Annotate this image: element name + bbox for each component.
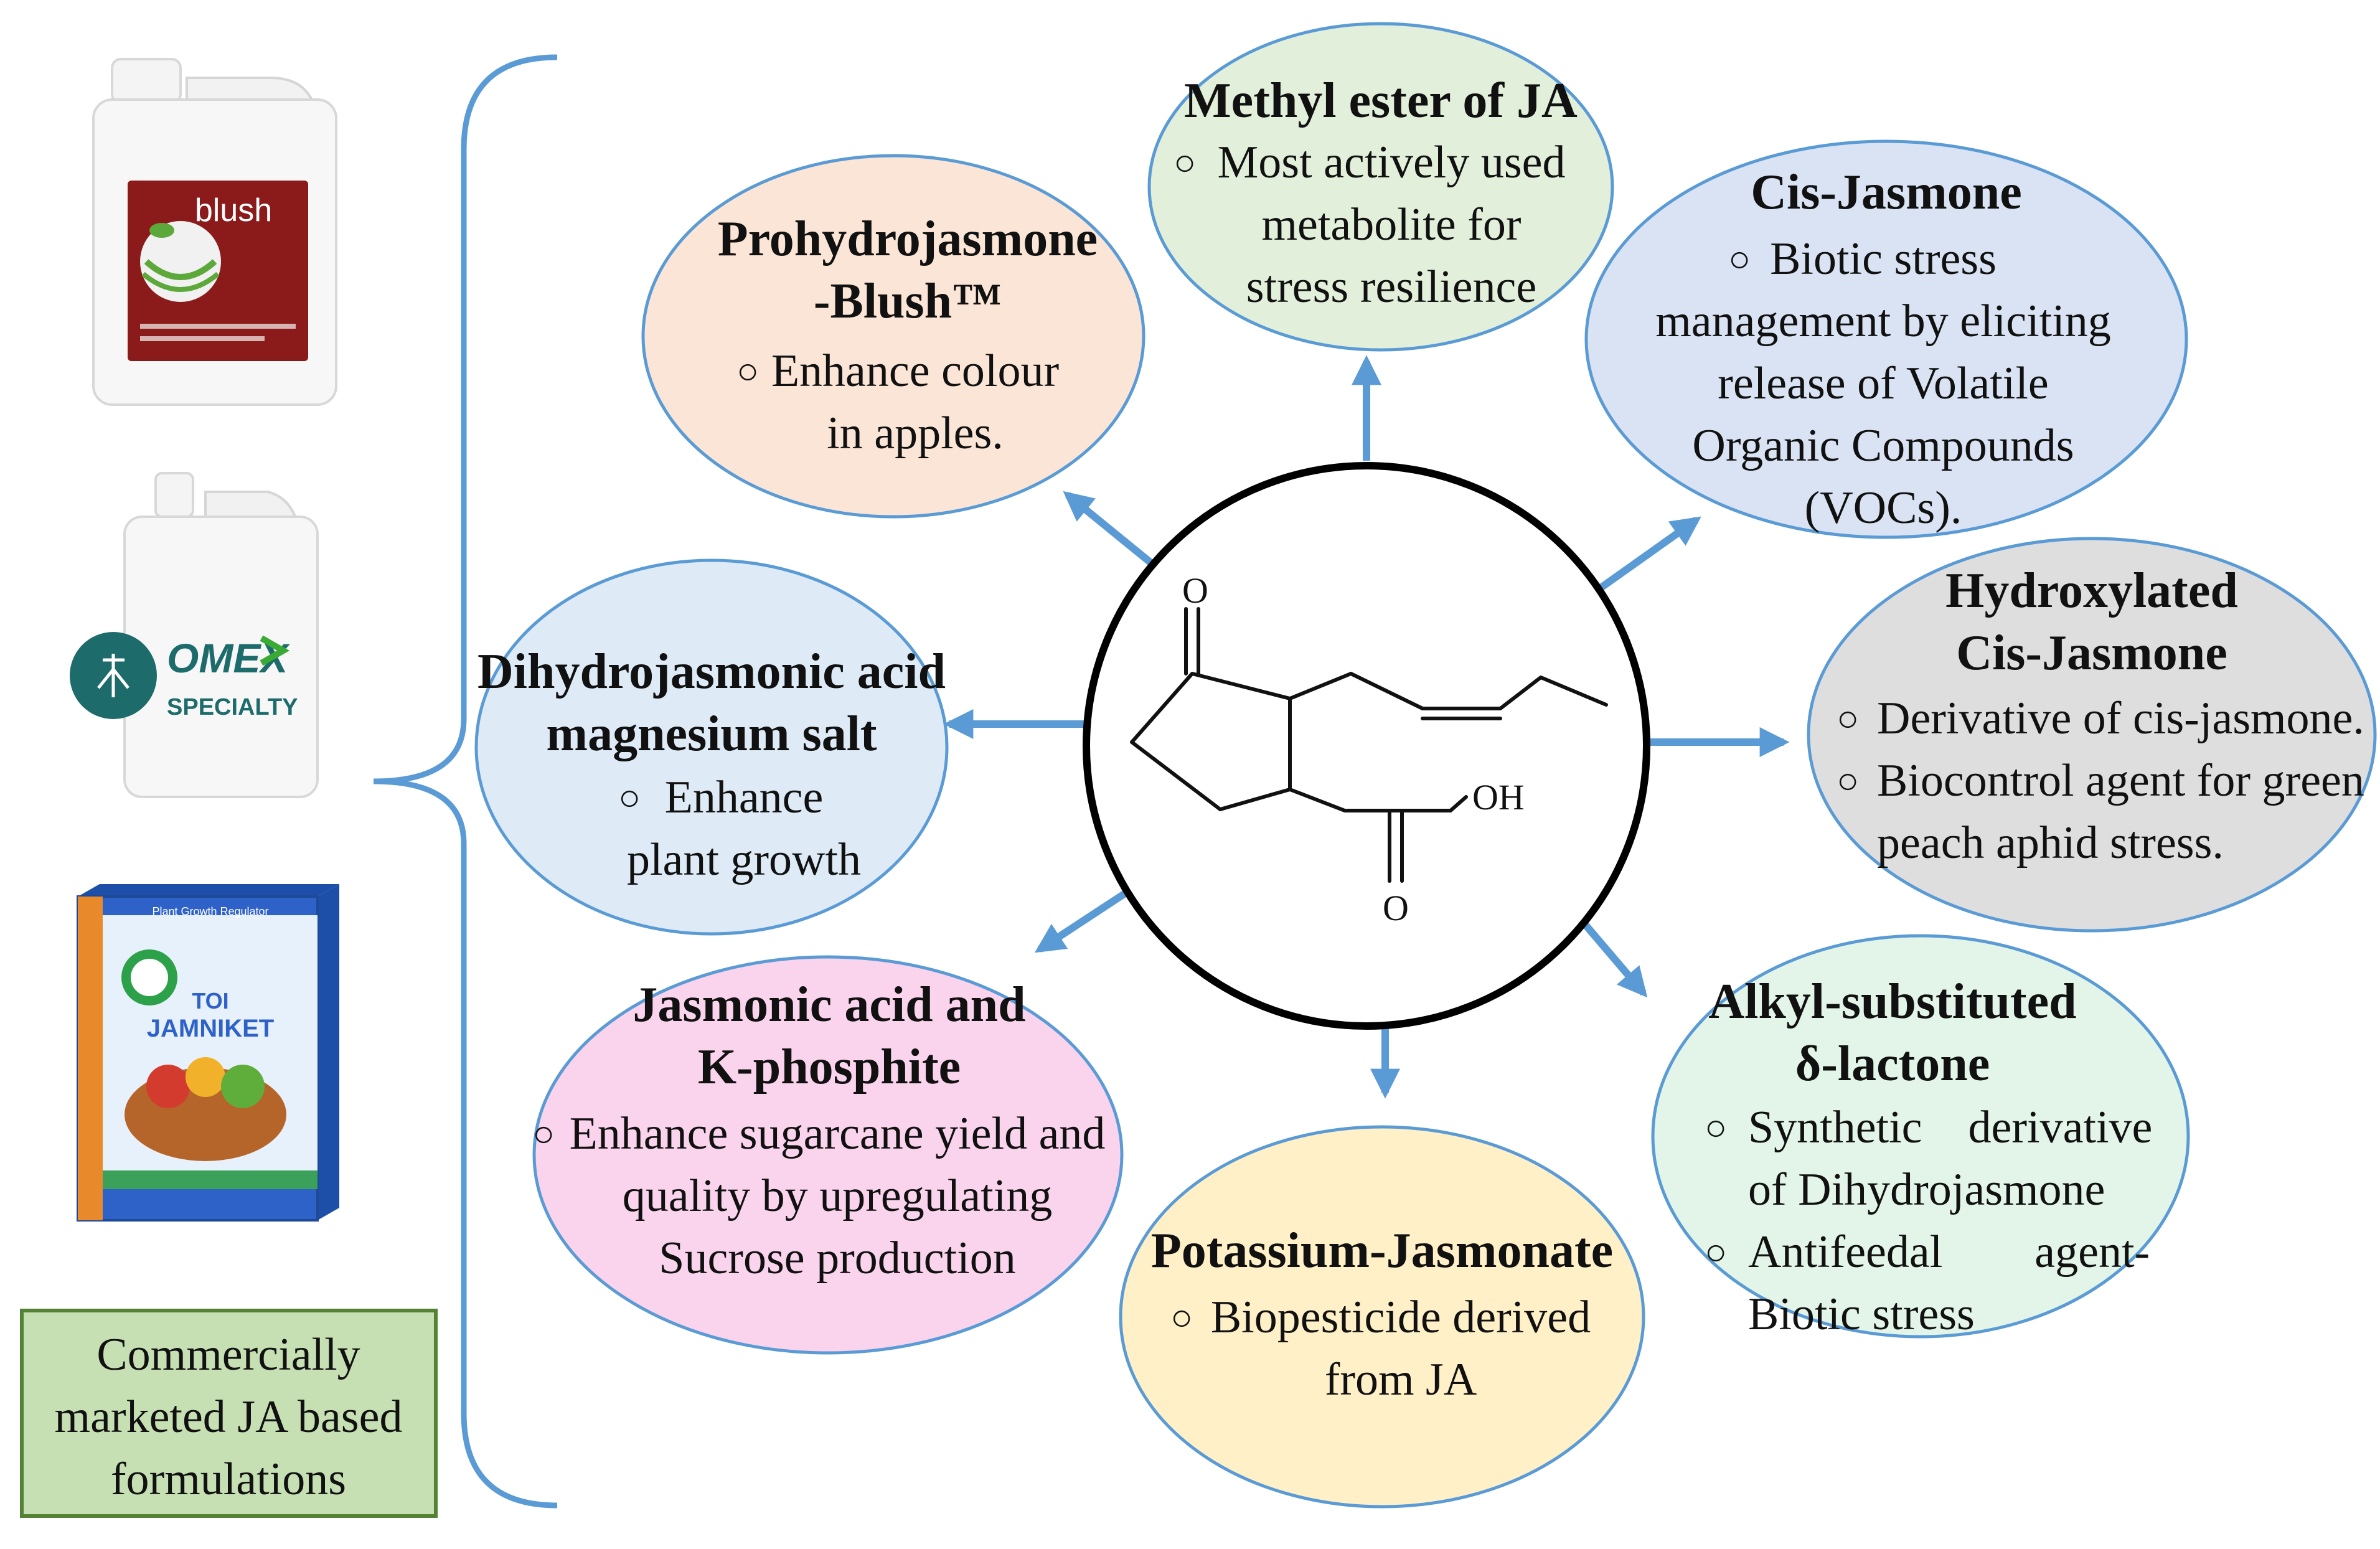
node-text-methyl-ester: stress resilience — [1246, 261, 1536, 313]
node-text-alkyl-lactone: Biotic stress — [1748, 1289, 1975, 1340]
node-ellipse-alkyl-lactone — [1651, 934, 2190, 1339]
node-text-cis-jasmone: release of Volatile — [1718, 358, 2049, 409]
bullet-marker: ○ — [1705, 1231, 1727, 1273]
node-title-prohydrojasmone: Prohydrojasmone — [718, 212, 1098, 266]
bullet-marker: ○ — [1837, 698, 1859, 739]
bullet-marker: ○ — [1728, 238, 1751, 280]
product-omex: OMEX SPECIALTY — [70, 472, 319, 798]
node-ellipse-hydroxylated-cis-jasmone — [1807, 537, 2377, 933]
node-text-prohydrojasmone: Enhance colour — [771, 346, 1059, 397]
node-title-potassium-jasmonate: Potassium-Jasmonate — [1151, 1223, 1613, 1278]
node-text-jasmonic-k-phosphite: Enhance sugarcane yield and — [570, 1108, 1106, 1159]
node-alkyl-lactone: Alkyl-substituted δ-lactone ○ Synthetic der… — [1651, 934, 2190, 1340]
bullet-marker: ○ — [1705, 1107, 1727, 1148]
node-methyl-ester: Methyl ester of JA ○ Most actively used met… — [1147, 22, 1614, 352]
bullet-marker: ○ — [736, 351, 759, 392]
jamniket-top-text: Plant Growth Regulator — [152, 905, 268, 918]
node-text-dihydrojasmonic-acid: Enhance — [665, 772, 824, 823]
node-text-methyl-ester: metabolite for — [1261, 199, 1521, 250]
node-text-hydroxylated-cis-jasmone: peach aphid stress. — [1877, 817, 2224, 869]
node-text-hydroxylated-cis-jasmone: Derivative of cis-jasmone. — [1877, 693, 2364, 744]
node-text-prohydrojasmone: in apples. — [827, 408, 1004, 459]
bullet-marker: ○ — [618, 777, 641, 818]
commercial-label-box: Commercially marketed JA based formulati… — [20, 1309, 438, 1518]
bullet-marker: ○ — [532, 1113, 555, 1154]
node-ellipse-dihydrojasmonic-acid — [474, 558, 949, 936]
node-title-alkyl-lactone: δ-lactone — [1795, 1037, 1990, 1091]
node-text-potassium-jasmonate: Biopesticide derived — [1211, 1292, 1591, 1343]
node-dihydrojasmonic-acid: Dihydrojasmonic acid magnesium salt ○ Enhan… — [474, 558, 949, 936]
arrow-to-cis-jasmone — [1597, 516, 1701, 591]
jamniket-brand-text: TOI — [192, 988, 228, 1014]
node-text-jasmonic-k-phosphite: Sucrose production — [659, 1233, 1015, 1284]
bullet-marker: ○ — [1837, 760, 1859, 801]
node-title-hydroxylated-cis-jasmone: Cis-Jasmone — [1956, 626, 2227, 680]
node-prohydrojasmone: Prohydrojasmone -Blush™ ○ Enhance colour in … — [641, 154, 1145, 519]
node-title-methyl-ester: Methyl ester of JA — [1184, 73, 1578, 128]
node-text-dihydrojasmonic-acid: plant growth — [627, 834, 861, 885]
node-text-cis-jasmone: management by eliciting — [1655, 296, 2111, 347]
node-title-dihydrojasmonic-acid: magnesium salt — [546, 707, 877, 761]
node-title-jasmonic-k-phosphite: K-phosphite — [698, 1040, 961, 1095]
product-jamniket: Plant Growth Regulator TOI JAMNIKET — [77, 884, 339, 1222]
node-text-cis-jasmone: Organic Compounds — [1692, 420, 2074, 471]
arrows — [943, 355, 1790, 1099]
node-cis-jasmone: Cis-Jasmone○ Biotic stress management by e… — [1584, 139, 2188, 539]
jamniket-sub-text: JAMNIKET — [147, 1015, 274, 1042]
node-ellipse-potassium-jasmonate — [1119, 1125, 1645, 1509]
arrow-to-prohydrojasmone — [1063, 491, 1154, 567]
jasmonic-acid-structure: O OH O — [1083, 462, 1650, 1030]
node-text-cis-jasmone: (VOCs). — [1805, 483, 1962, 534]
node-text-alkyl-lactone: of Dihydrojasmone — [1748, 1164, 2105, 1215]
bullet-marker: ○ — [1174, 142, 1196, 183]
commercial-label-line-2: marketed JA based — [55, 1391, 403, 1443]
node-potassium-jasmonate: Potassium-Jasmonate ○ Biopesticide derived… — [1119, 1125, 1645, 1509]
omex-sub-text: SPECIALTY — [167, 694, 298, 720]
node-ellipse-cis-jasmone — [1584, 139, 2188, 539]
node-ellipse-prohydrojasmone — [641, 154, 1145, 519]
node-title-jasmonic-k-phosphite: Jasmonic acid and — [633, 977, 1025, 1032]
node-text-jasmonic-k-phosphite: quality by upregulating — [623, 1170, 1053, 1222]
node-title-hydroxylated-cis-jasmone: Hydroxylated — [1945, 563, 2238, 618]
commercial-label-line-1: Commercially — [96, 1329, 360, 1380]
node-text-potassium-jasmonate: from JA — [1325, 1354, 1477, 1405]
commercial-label-line-3: formulations — [111, 1454, 346, 1505]
node-text-methyl-ester: Most actively used — [1217, 137, 1565, 188]
ketone-label: O — [1182, 570, 1208, 611]
node-text-hydroxylated-cis-jasmone: Biocontrol agent for green — [1877, 755, 2364, 806]
node-ellipse-jasmonic-k-phosphite — [532, 955, 1124, 1355]
node-title-dihydrojasmonic-acid: Dihydrojasmonic acid — [477, 644, 946, 699]
carbonyl-label: O — [1383, 888, 1409, 928]
bracket — [373, 54, 558, 1509]
node-title-prohydrojasmone: -Blush™ — [814, 274, 1002, 329]
arrow-to-jasmonic-k — [1034, 880, 1142, 953]
derivative-nodes: Methyl ester of JA ○ Most actively used met… — [474, 22, 2377, 1509]
node-ellipse-methyl-ester — [1147, 22, 1614, 352]
node-title-cis-jasmone: Cis-Jasmone — [1751, 165, 2022, 220]
node-text-cis-jasmone: Biotic stress — [1770, 233, 1997, 285]
node-text-alkyl-lactone: Synthetic derivative — [1748, 1102, 2152, 1153]
node-text-alkyl-lactone: Antifeedal agent- — [1748, 1226, 2150, 1278]
node-title-alkyl-lactone: Alkyl-substituted — [1708, 974, 2076, 1029]
center-circle — [1083, 462, 1650, 1030]
bullet-marker: ○ — [1170, 1297, 1193, 1338]
hydroxyl-label: OH — [1472, 777, 1525, 817]
product-blush: blush — [92, 58, 337, 406]
blush-brand-text: blush — [195, 192, 272, 228]
